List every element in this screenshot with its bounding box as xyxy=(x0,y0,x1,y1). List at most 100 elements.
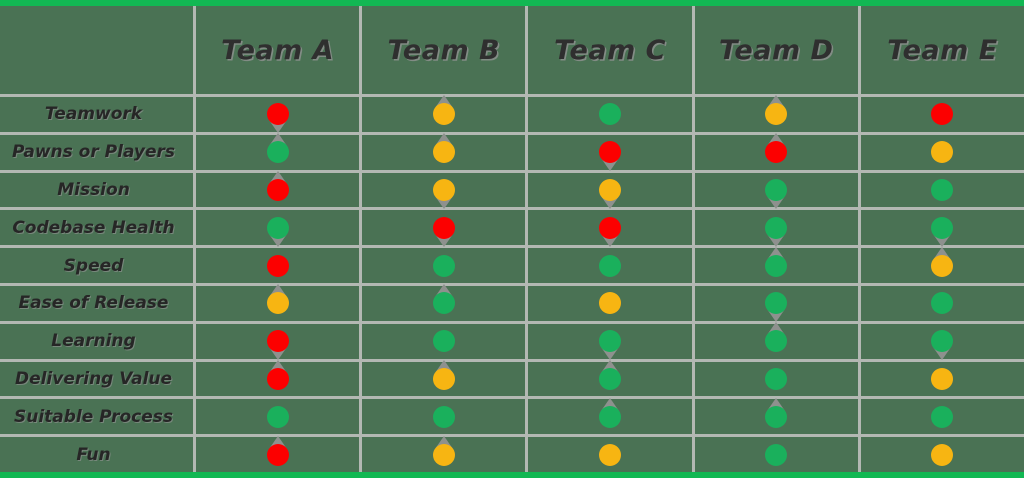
column-header-team-e[interactable]: Team E xyxy=(861,6,1024,94)
status-cell[interactable] xyxy=(362,246,529,286)
status-cell[interactable] xyxy=(362,323,529,359)
status-cell[interactable] xyxy=(695,172,861,209)
status-cell[interactable] xyxy=(695,132,861,172)
status-cell[interactable] xyxy=(196,323,363,361)
status-cell[interactable] xyxy=(861,399,1024,434)
status-dot-green-icon xyxy=(765,367,788,390)
row-header-cell[interactable]: Mission xyxy=(0,172,196,208)
status-cell[interactable] xyxy=(528,172,695,209)
status-cell[interactable] xyxy=(362,133,529,170)
status-dot-green-icon xyxy=(765,292,788,315)
row-header-cell[interactable]: Learning xyxy=(0,323,196,359)
row-header-cell[interactable]: Ease of Release xyxy=(0,285,196,321)
status-cell[interactable] xyxy=(861,246,1024,283)
status-cell[interactable] xyxy=(861,135,1024,170)
status-dot-green-icon xyxy=(266,141,289,164)
row-header-cell[interactable]: Suitable Process xyxy=(0,399,196,435)
status-signal xyxy=(922,94,962,134)
status-dot-amber-icon xyxy=(931,254,954,277)
status-cell[interactable] xyxy=(695,246,861,283)
status-dot-amber-icon xyxy=(931,443,954,466)
status-cell[interactable] xyxy=(528,359,695,397)
status-cell[interactable] xyxy=(861,437,1024,472)
status-signal xyxy=(258,397,298,437)
status-signal xyxy=(258,435,298,475)
status-cell[interactable] xyxy=(196,210,363,247)
row-header-cell[interactable]: Teamwork xyxy=(0,97,196,132)
status-cell[interactable] xyxy=(362,170,529,210)
row-header-cell[interactable]: Fun xyxy=(0,437,196,472)
row-header-label: Suitable Process xyxy=(13,406,174,427)
status-cell[interactable] xyxy=(528,437,695,472)
status-cell[interactable] xyxy=(362,284,529,321)
status-signal xyxy=(922,283,962,323)
column-header-label: Team B xyxy=(387,34,501,66)
status-dot-green-icon xyxy=(599,254,621,277)
status-signal xyxy=(424,246,464,286)
status-cell[interactable] xyxy=(196,170,363,210)
column-header-label: Team A xyxy=(221,34,335,66)
status-dot-red-icon xyxy=(266,179,289,201)
status-dot-amber-icon xyxy=(266,292,289,315)
status-signal xyxy=(756,132,796,172)
status-cell[interactable] xyxy=(695,285,861,323)
column-header-team-a[interactable]: Team A xyxy=(196,6,363,94)
status-signal xyxy=(424,94,464,134)
status-dot-amber-icon xyxy=(599,443,621,466)
status-cell[interactable] xyxy=(861,286,1024,321)
status-dot-red-icon xyxy=(599,216,621,239)
row-header-cell[interactable]: Pawns or Players xyxy=(0,134,196,170)
status-signal xyxy=(424,435,464,475)
status-cell[interactable] xyxy=(196,435,363,475)
status-cell[interactable] xyxy=(528,397,695,437)
status-cell[interactable] xyxy=(861,97,1024,132)
status-cell[interactable] xyxy=(861,210,1024,247)
row-header-cell[interactable]: Codebase Health xyxy=(0,210,196,246)
row-header-label: Delivering Value xyxy=(14,368,173,389)
status-cell[interactable] xyxy=(695,397,861,435)
status-signal xyxy=(258,170,298,210)
status-cell[interactable] xyxy=(528,97,695,132)
row-header-cell[interactable]: Speed xyxy=(0,248,196,283)
status-cell[interactable] xyxy=(528,210,695,247)
status-cell[interactable] xyxy=(196,132,363,172)
status-cell[interactable] xyxy=(196,359,363,397)
status-cell[interactable] xyxy=(196,397,363,437)
status-cell[interactable] xyxy=(362,435,529,475)
column-header-team-c[interactable]: Team C xyxy=(528,6,695,94)
status-dot-amber-icon xyxy=(931,367,954,390)
status-cell[interactable] xyxy=(861,362,1024,397)
status-cell[interactable] xyxy=(196,284,363,321)
column-header-team-d[interactable]: Team D xyxy=(695,6,861,94)
status-dot-red-icon xyxy=(266,330,289,353)
status-cell[interactable] xyxy=(528,285,695,321)
row-header-cell[interactable]: Delivering Value xyxy=(0,361,196,397)
status-signal xyxy=(590,397,630,437)
status-cell[interactable] xyxy=(362,210,529,247)
status-cell[interactable] xyxy=(695,95,861,132)
status-cell[interactable] xyxy=(362,397,529,437)
status-cell[interactable] xyxy=(861,173,1024,208)
status-dot-green-icon xyxy=(765,443,788,466)
row-header-label: Codebase Health xyxy=(12,217,175,238)
column-header-label: Team C xyxy=(554,34,666,66)
status-signal xyxy=(756,359,796,399)
status-cell[interactable] xyxy=(695,210,861,247)
status-cell[interactable] xyxy=(528,248,695,283)
status-cell[interactable] xyxy=(528,323,695,361)
status-cell[interactable] xyxy=(362,359,529,397)
column-header-team-b[interactable]: Team B xyxy=(362,6,529,94)
status-cell[interactable] xyxy=(362,94,529,134)
status-cell[interactable] xyxy=(861,324,1024,361)
status-signal xyxy=(424,397,464,437)
table-row: Codebase Health xyxy=(0,210,1024,249)
table-row: Delivering Value xyxy=(0,359,1024,400)
status-cell[interactable] xyxy=(695,437,861,472)
status-cell[interactable] xyxy=(528,134,695,172)
status-cell[interactable] xyxy=(196,97,363,134)
status-cell[interactable] xyxy=(695,359,861,399)
status-signal xyxy=(424,170,464,210)
status-cell[interactable] xyxy=(695,322,861,359)
status-cell[interactable] xyxy=(196,248,363,283)
status-signal xyxy=(258,132,298,172)
